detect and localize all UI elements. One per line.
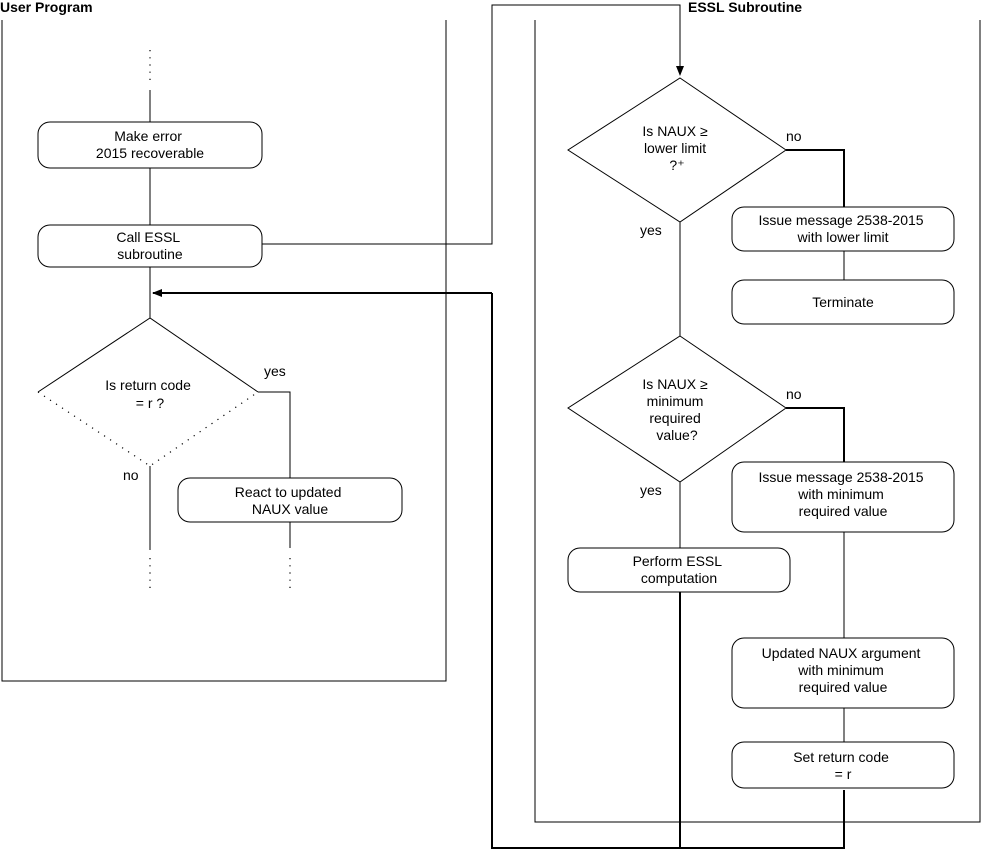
connector (786, 149, 845, 207)
return-code-decision-label: Is return code = r ? (105, 377, 195, 411)
set-return-code-box (731, 741, 955, 789)
naux-minimum-required-decision (567, 335, 787, 483)
connector (786, 407, 845, 462)
issue-message-minimum-label: Issue message 2538-2015 with minimum req… (759, 469, 928, 519)
return-code-no-label: no (123, 467, 139, 483)
issue-message-minimum-box (731, 461, 955, 533)
call-essl-subroutine-label: Call ESSL subroutine (116, 229, 183, 262)
update-naux-argument-label: Updated NAUX argument with minimum requi… (762, 645, 925, 695)
naux-lower-limit-yes-label: yes (640, 222, 662, 238)
return-code-decision-diamond (37, 317, 259, 393)
update-naux-argument-box (731, 637, 955, 709)
essl-subroutine-frame (534, 20, 981, 823)
essl-subroutine-title: ESSL Subroutine (688, 0, 802, 15)
naux-minimum-required-label: Is NAUX ≥ minimum required value? (642, 376, 711, 443)
user-program-frame (1, 20, 447, 682)
return-code-yes-label: yes (264, 363, 286, 379)
issue-message-lower-limit-box (731, 206, 955, 252)
make-error-recoverable-label: Make error 2015 recoverable (96, 128, 204, 161)
issue-message-lower-limit-label: Issue message 2538-2015 with lower limit (759, 212, 928, 245)
perform-essl-computation-box (567, 547, 791, 593)
call-to-essl-arrow (262, 4, 684, 245)
return-path-line (491, 293, 845, 849)
naux-minimum-required-no-label: no (786, 386, 802, 402)
naux-lower-limit-no-label: no (786, 128, 802, 144)
connector (258, 391, 291, 478)
naux-lower-limit-label: Is NAUX ≥ lower limit ?⁺ (642, 123, 711, 173)
naux-minimum-required-yes-label: yes (640, 482, 662, 498)
set-return-code-label: Set return code = r (793, 749, 893, 782)
terminate-box (731, 279, 955, 325)
terminate-label: Terminate (812, 294, 874, 310)
user-program-title: User Program (0, 0, 93, 15)
react-to-updated-naux-label: React to updated NAUX value (235, 484, 346, 517)
perform-essl-computation-label: Perform ESSL computation (633, 553, 726, 586)
